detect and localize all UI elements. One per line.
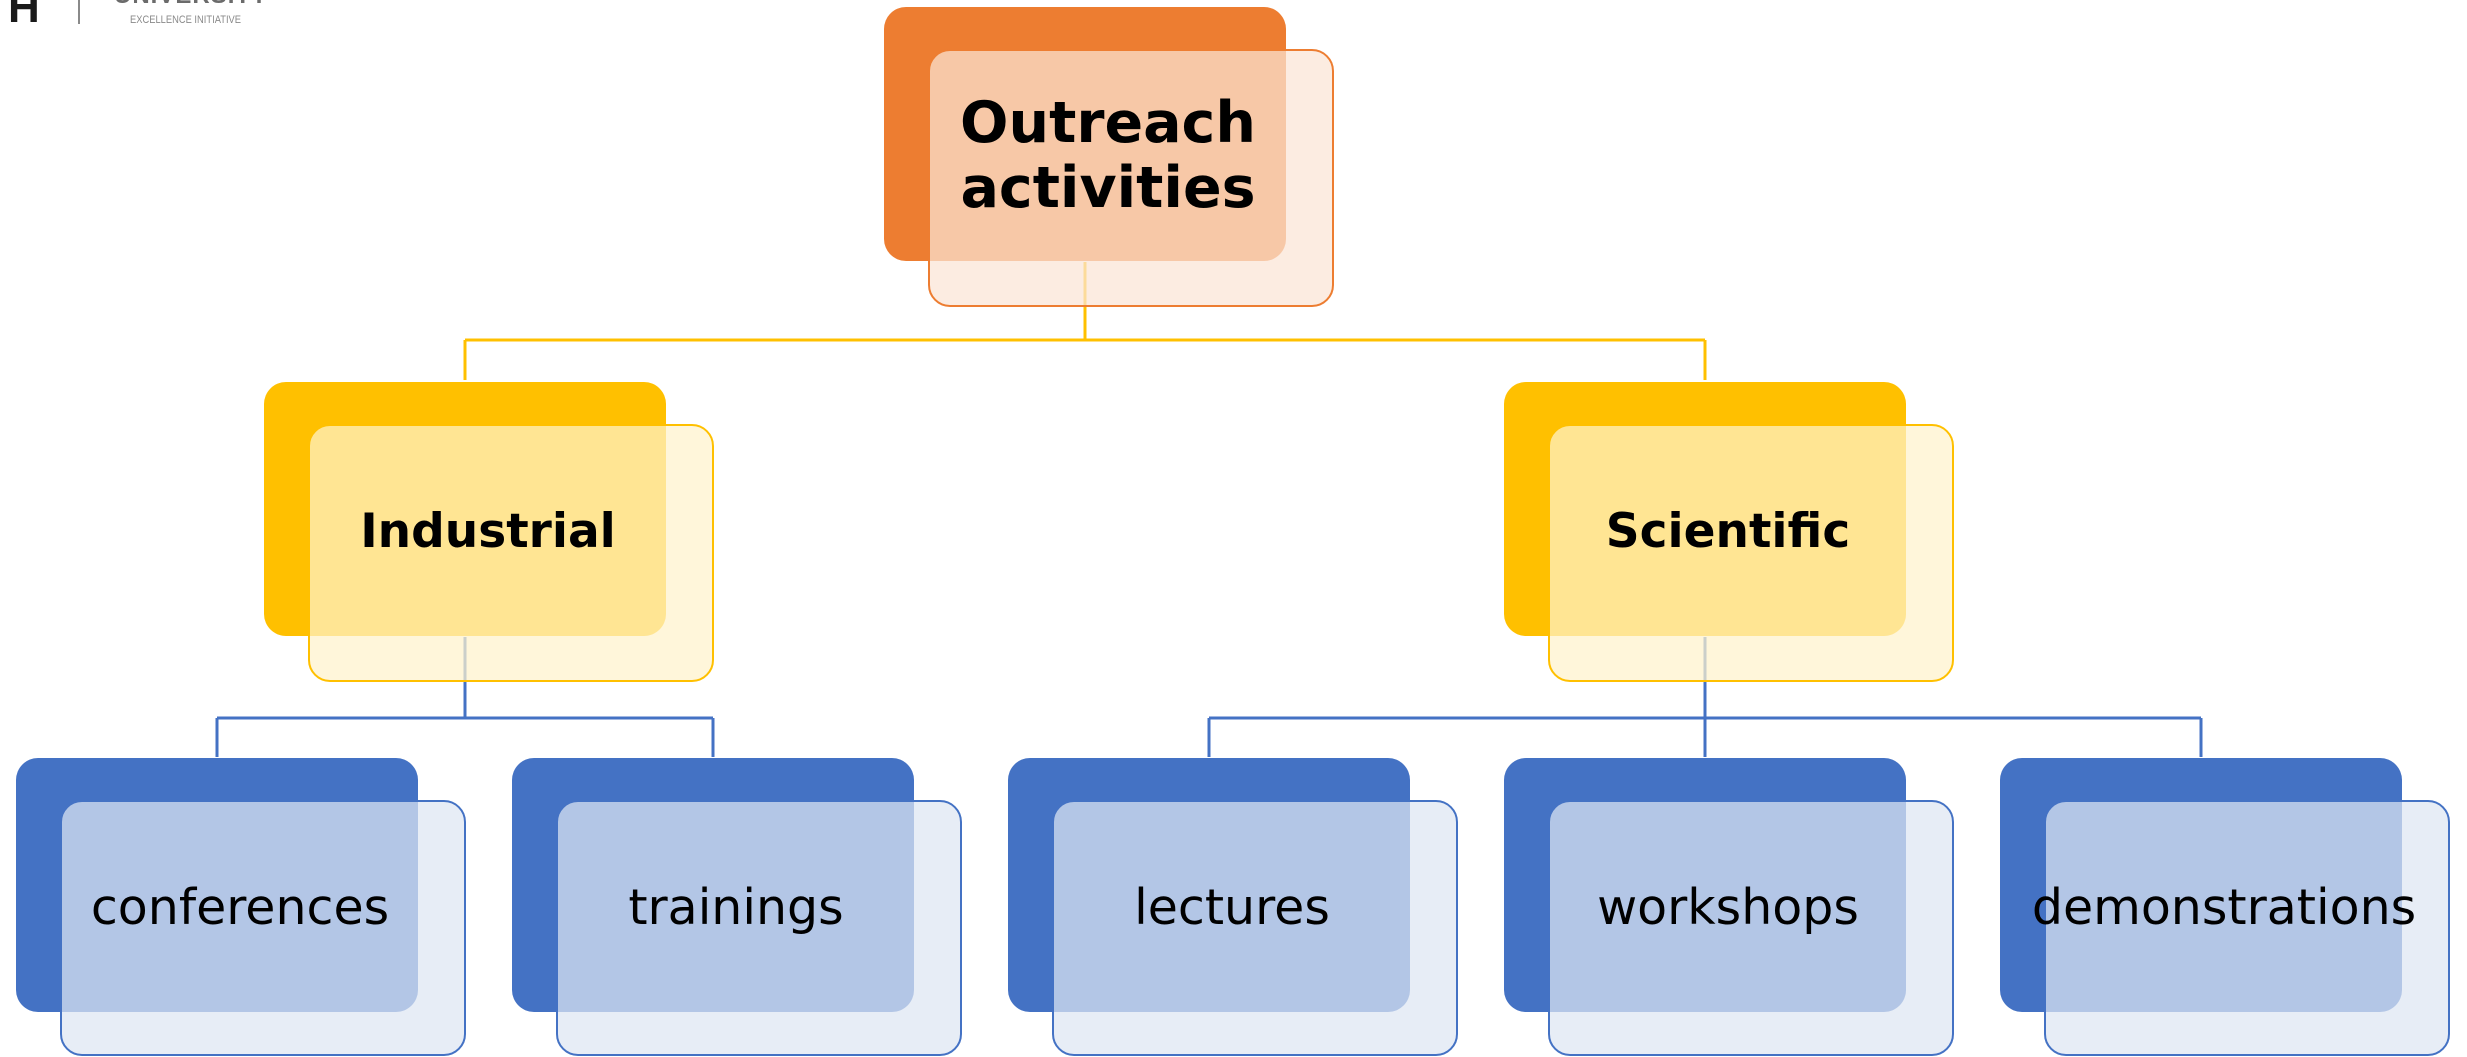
- node-conferences: conferences: [16, 758, 466, 1056]
- node-label: workshops: [1597, 878, 1859, 936]
- logo-wordmark: UNIVERSITY: [114, 0, 268, 8]
- node-card: [1052, 800, 1458, 1056]
- node-trainings: trainings: [512, 758, 962, 1056]
- university-logo: H UNIVERSITY EXCELLENCE INITIATIVE: [0, 0, 267, 40]
- node-label: Scientific: [1605, 503, 1851, 559]
- node-workshops: workshops: [1504, 758, 1954, 1056]
- node-label-line-2: activities: [960, 155, 1256, 221]
- node-card: [2044, 800, 2450, 1056]
- node-card: [928, 49, 1334, 307]
- node-label: demonstrations: [2031, 878, 2417, 936]
- node-label: Outreach activities: [928, 49, 1288, 263]
- node-card: [1548, 424, 1954, 682]
- node-demonstrations: demonstrations: [2000, 758, 2450, 1056]
- logo-letter: H: [8, 0, 40, 32]
- node-label: trainings: [628, 878, 844, 936]
- node-label: Industrial: [360, 503, 616, 559]
- node-label: lectures: [1134, 878, 1330, 936]
- node-label-line-1: Outreach: [960, 90, 1256, 157]
- node-card: [308, 424, 714, 682]
- logo-divider: [78, 0, 80, 24]
- node-card: [556, 800, 962, 1056]
- node-label: conferences: [90, 878, 390, 936]
- node-scientific: Scientific: [1504, 382, 1954, 682]
- node-industrial: Industrial: [264, 382, 714, 682]
- logo-subtitle: EXCELLENCE INITIATIVE: [130, 14, 242, 26]
- node-outreach-activities: Outreach activities: [884, 7, 1334, 307]
- node-card: [60, 800, 466, 1056]
- node-card: [1548, 800, 1954, 1056]
- node-lectures: lectures: [1008, 758, 1458, 1056]
